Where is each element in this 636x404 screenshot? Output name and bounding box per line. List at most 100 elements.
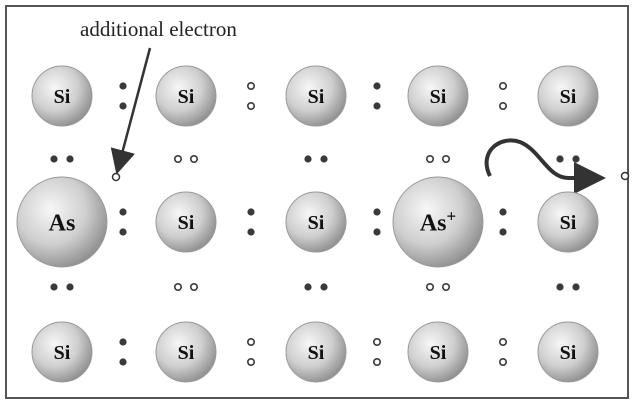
silicon-atom: Si: [155, 65, 217, 127]
dopant-atom: As+: [392, 176, 484, 268]
vertical-bond: [174, 155, 199, 164]
bond-electron: [247, 357, 256, 366]
bond-electron: [50, 283, 58, 291]
atom-label: Si: [308, 342, 325, 364]
bond-electron: [498, 82, 507, 91]
free-electron-path: [484, 138, 606, 194]
horizontal-bond: [119, 338, 127, 366]
bond-electron: [372, 357, 381, 366]
bond-electron: [304, 283, 312, 291]
annotation-arrow: [110, 47, 152, 175]
bond-electron: [66, 283, 74, 291]
horizontal-bond: [247, 82, 256, 111]
bond-electron: [119, 228, 127, 236]
silicon-atom: Si: [537, 321, 599, 383]
silicon-atom: Si: [285, 65, 347, 127]
horizontal-bond: [499, 208, 507, 236]
silicon-atom: Si: [31, 65, 93, 127]
bond-electron: [441, 282, 450, 291]
atom-label: Si: [430, 342, 447, 364]
bond-electron: [556, 283, 564, 291]
atom-sphere: [537, 191, 599, 253]
extra-electron: [111, 172, 121, 182]
silicon-atom: Si: [31, 321, 93, 383]
bond-electron: [372, 337, 381, 346]
atom-sphere: [155, 65, 217, 127]
horizontal-bond: [119, 82, 127, 110]
bond-electron: [50, 155, 58, 163]
bond-electron: [247, 337, 256, 346]
atom-label: Si: [430, 86, 447, 108]
bond-electron: [373, 102, 381, 110]
atom-label: Si: [54, 86, 71, 108]
atom-label: Si: [178, 86, 195, 108]
vertical-bond: [304, 155, 328, 163]
bond-electron: [174, 155, 183, 164]
atom-label: Si: [560, 342, 577, 364]
vertical-bond: [304, 283, 328, 291]
atom-label: Si: [308, 86, 325, 108]
bond-electron: [247, 228, 255, 236]
bond-electron: [304, 155, 312, 163]
atom-sphere: [31, 65, 93, 127]
atom-sphere: [285, 321, 347, 383]
bond-electron: [119, 338, 127, 346]
additional-electron-label: additional electron: [80, 17, 237, 41]
horizontal-bond: [373, 82, 381, 110]
bond-electron: [247, 102, 256, 111]
bond-electron: [373, 82, 381, 90]
bond-electron: [119, 358, 127, 366]
silicon-atom: Si: [407, 65, 469, 127]
atom-sphere: [537, 321, 599, 383]
bond-electron: [499, 208, 507, 216]
atom-sphere: [407, 321, 469, 383]
bond-electron: [498, 102, 507, 111]
atom-sphere: [285, 65, 347, 127]
vertical-bond: [425, 155, 450, 164]
bond-electron: [66, 155, 74, 163]
atom-sphere: [155, 191, 217, 253]
bond-electron: [425, 282, 434, 291]
bond-electron: [119, 82, 127, 90]
bond-electron: [247, 208, 255, 216]
silicon-atom: Si: [285, 321, 347, 383]
atom-label: As: [49, 211, 76, 237]
atom-label: Si: [560, 86, 577, 108]
diagram-frame: [5, 5, 629, 399]
atom-sphere: [155, 321, 217, 383]
bond-electron: [247, 82, 256, 91]
bond-electron: [572, 283, 580, 291]
bond-electron: [320, 155, 328, 163]
atom-charge: +: [446, 207, 456, 226]
bond-electron: [373, 228, 381, 236]
silicon-atom: Si: [407, 321, 469, 383]
bond-electron: [174, 282, 183, 291]
vertical-bond: [556, 155, 580, 163]
atom-label: As+: [420, 207, 456, 237]
bond-electron: [556, 155, 564, 163]
bond-electron: [190, 282, 199, 291]
free-electron: [620, 171, 630, 181]
atom-sphere: [537, 65, 599, 127]
bond-layer: [50, 82, 580, 366]
horizontal-bond: [247, 208, 255, 236]
bond-electron: [498, 357, 507, 366]
atom-label: Si: [178, 212, 195, 234]
vertical-bond: [50, 283, 74, 291]
bond-electron: [119, 102, 127, 110]
horizontal-bond: [372, 337, 381, 366]
horizontal-bond: [373, 208, 381, 236]
atom-label: Si: [178, 342, 195, 364]
bond-electron: [441, 155, 450, 164]
silicon-atom: Si: [537, 191, 599, 253]
atom-label: Si: [54, 342, 71, 364]
atom-sphere: [392, 176, 484, 268]
bond-electron: [373, 208, 381, 216]
vertical-bond: [556, 283, 580, 291]
horizontal-bond: [119, 208, 127, 236]
dopant-atom: As: [16, 176, 108, 268]
atom-label: Si: [308, 212, 325, 234]
